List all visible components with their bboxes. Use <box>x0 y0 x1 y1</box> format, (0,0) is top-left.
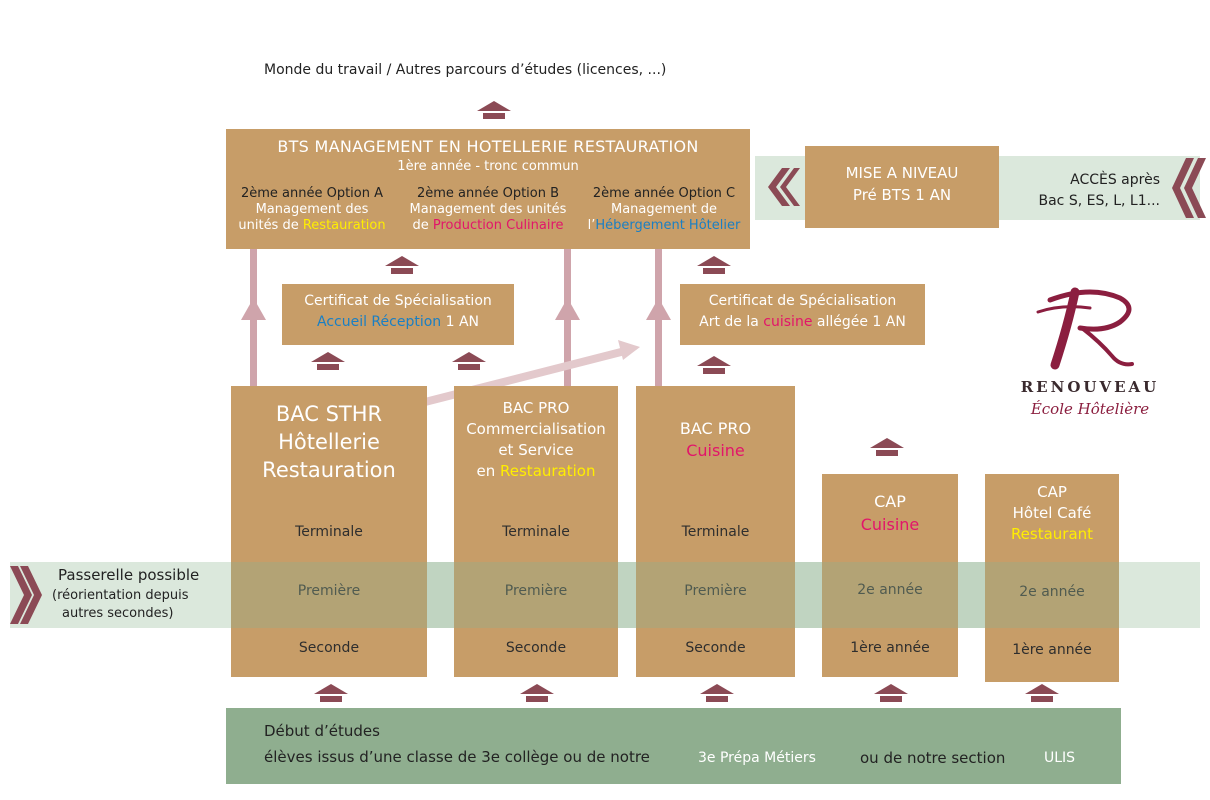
ulis-label: ULIS <box>1044 750 1076 766</box>
chevron-right-icon <box>10 566 42 624</box>
passerelle-title: Passerelle possible <box>58 566 200 584</box>
up-arrow-icon <box>477 101 511 119</box>
bts-option-b: 2ème année Option B Management des unité… <box>409 186 567 233</box>
passerelle-subtitle: (réorientation depuis autres secondes) <box>52 588 189 621</box>
up-arrow-icon <box>311 352 345 370</box>
level-seconde: Seconde <box>505 640 567 656</box>
level-seconde: Seconde <box>298 640 360 656</box>
mise-niveau-box: MISE A NIVEAU Pré BTS 1 AN <box>805 146 999 228</box>
level-1ere-annee: 1ère année <box>1012 642 1092 658</box>
bts-option-c: 2ème année Option C Management de l’Hébe… <box>587 186 741 233</box>
level-seconde: Seconde <box>685 640 746 656</box>
chevron-left-icon <box>1172 158 1206 218</box>
program-bac-pro-commercialisation: BAC PRO Commercialisation et Service en … <box>454 386 618 677</box>
program-bac-pro-cuisine: BAC PRO Cuisine Terminale Première Secon… <box>636 386 795 677</box>
bts-subtitle: 1ère année - tronc commun <box>397 159 579 174</box>
debut-etudes-box: Début d’études élèves issus d’une classe… <box>226 708 1121 784</box>
up-arrow-icon <box>700 684 734 702</box>
up-arrow-icon <box>697 356 731 374</box>
level-premiere: Première <box>504 583 568 599</box>
up-arrow-icon <box>241 298 266 320</box>
cert-cuisine-box: Certificat de Spécialisation Art de la c… <box>680 284 925 345</box>
level-2e-annee: 2e année <box>857 582 923 598</box>
bts-title: BTS MANAGEMENT EN HOTELLERIE RESTAURATIO… <box>277 137 699 156</box>
up-arrow-icon <box>646 298 671 320</box>
bts-box: BTS MANAGEMENT EN HOTELLERIE RESTAURATIO… <box>226 129 750 249</box>
program-bac-sthr: BAC STHR Hôtellerie Restauration Termina… <box>231 386 427 677</box>
up-arrow-icon <box>697 256 731 274</box>
level-1ere-annee: 1ère année <box>850 640 930 656</box>
up-arrow-icon <box>452 352 486 370</box>
bts-option-a: 2ème année Option A Management des unité… <box>238 186 386 233</box>
cert-accueil-box: Certificat de Spécialisation Accueil Réc… <box>282 284 514 345</box>
logo-brand: RENOUVEAU <box>1020 378 1160 396</box>
chevron-left-icon <box>768 168 800 206</box>
up-arrow-icon <box>870 438 904 456</box>
level-terminale: Terminale <box>295 524 363 540</box>
up-arrow-icon <box>314 684 348 702</box>
renouveau-logo-icon <box>1036 287 1134 370</box>
up-arrow-icon <box>1025 684 1059 702</box>
up-arrow-icon <box>520 684 554 702</box>
up-arrow-icon <box>555 298 580 320</box>
level-premiere: Première <box>297 583 361 599</box>
acces-text: ACCÈS après Bac S, ES, L, L1... <box>1038 172 1160 209</box>
program-cap-hotel-cafe-restaurant: CAP Hôtel Café Restaurant 2e année 1ère … <box>985 474 1119 682</box>
level-terminale: Terminale <box>681 524 750 540</box>
school-logo: RENOUVEAU École Hôtelière <box>1010 280 1170 430</box>
level-2e-annee: 2e année <box>1019 584 1085 600</box>
outcomes-text: Monde du travail / Autres parcours d’étu… <box>264 62 667 78</box>
logo-tagline: École Hôtelière <box>1030 400 1150 418</box>
level-terminale: Terminale <box>502 524 570 540</box>
debut-title: Début d’études <box>264 722 380 740</box>
debut-mid-text: ou de notre section <box>860 749 1006 767</box>
level-premiere: Première <box>684 583 747 599</box>
up-arrow-icon <box>874 684 908 702</box>
debut-text: élèves issus d’une classe de 3e collège … <box>264 748 650 766</box>
up-arrow-icon <box>385 256 419 274</box>
program-cap-cuisine: CAP Cuisine 2e année 1ère année <box>822 474 958 677</box>
prepa-metiers-label: 3e Prépa Métiers <box>698 750 816 766</box>
